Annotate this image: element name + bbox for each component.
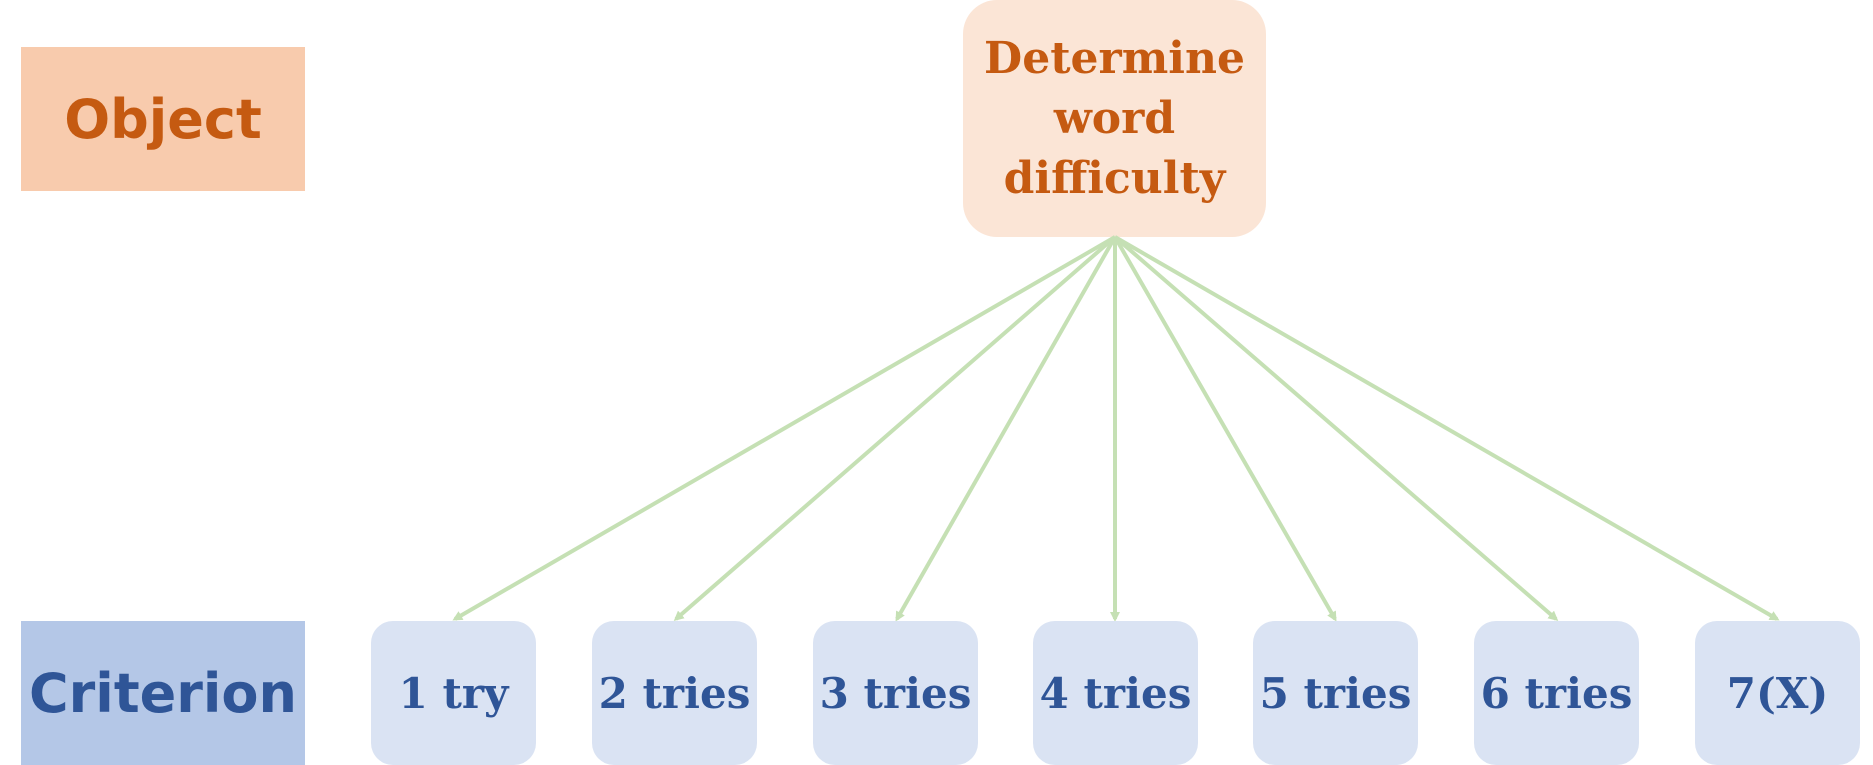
arrow-to-criterion-7 (1114, 235, 1780, 621)
goal-line-3: difficulty (1003, 152, 1226, 204)
criterion-node-5: 5 tries (1253, 621, 1418, 765)
goal-line-1: Determine (984, 32, 1245, 84)
criterion-node-2: 2 tries (592, 621, 757, 765)
goal-node: Determine word difficulty (963, 0, 1266, 237)
criterion-node-6: 6 tries (1474, 621, 1639, 765)
goal-line-2: word (1053, 92, 1176, 144)
criterion-node-4: 4 tries (1033, 621, 1198, 765)
object-level-label: Object (21, 47, 305, 191)
criterion-node-3: 3 tries (813, 621, 978, 765)
criterion-level-label: Criterion (21, 621, 305, 765)
arrow-to-criterion-3 (895, 236, 1117, 622)
arrow-to-criterion-2 (673, 235, 1117, 621)
arrow-to-criterion-1 (452, 235, 1117, 621)
criterion-node-1: 1 try (371, 621, 536, 765)
arrow-to-criterion-5 (1113, 236, 1337, 622)
criterion-node-7: 7(X) (1695, 621, 1860, 765)
arrow-to-criterion-6 (1113, 235, 1559, 621)
